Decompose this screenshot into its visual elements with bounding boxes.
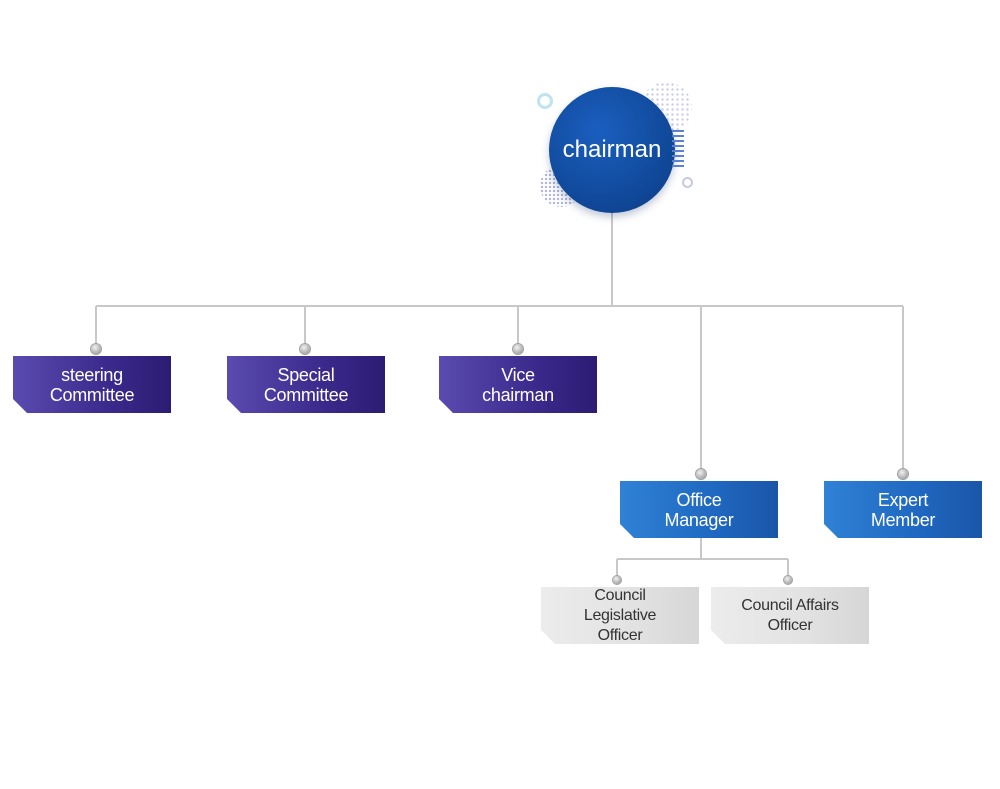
- connector-dot: [613, 576, 621, 584]
- steering-committee-label: steering Committee: [49, 364, 135, 405]
- council-affairs-officer-node: Council Affairs Officer: [711, 587, 869, 644]
- council-affairs-officer-label: Council Affairs Officer: [741, 596, 839, 634]
- connector-dot: [300, 344, 310, 354]
- special-committee-node: Special Committee: [227, 356, 385, 413]
- council-legislative-officer-label: Council Legislative Officer: [583, 586, 657, 644]
- council-legislative-officer-node: Council Legislative Officer: [541, 587, 699, 644]
- vice-chairman-node: Vice chairman: [439, 356, 597, 413]
- connector-dot: [898, 469, 908, 479]
- connector-dot: [91, 344, 101, 354]
- expert-member-node: Expert Member: [824, 481, 982, 538]
- special-committee-label: Special Committee: [263, 364, 349, 405]
- ring-decoration: [682, 177, 693, 188]
- ring-decoration: [537, 93, 553, 109]
- connector-dot: [784, 576, 792, 584]
- stripe-decoration: [672, 130, 684, 170]
- connector-dot: [696, 469, 706, 479]
- chairman-node: chairman: [549, 87, 675, 213]
- office-manager-label: Office Manager: [664, 489, 734, 530]
- connector-dot: [513, 344, 523, 354]
- vice-chairman-label: Vice chairman: [482, 364, 554, 405]
- chairman-label: chairman: [562, 136, 662, 163]
- steering-committee-node: steering Committee: [13, 356, 171, 413]
- expert-member-label: Expert Member: [870, 489, 936, 530]
- office-manager-node: Office Manager: [620, 481, 778, 538]
